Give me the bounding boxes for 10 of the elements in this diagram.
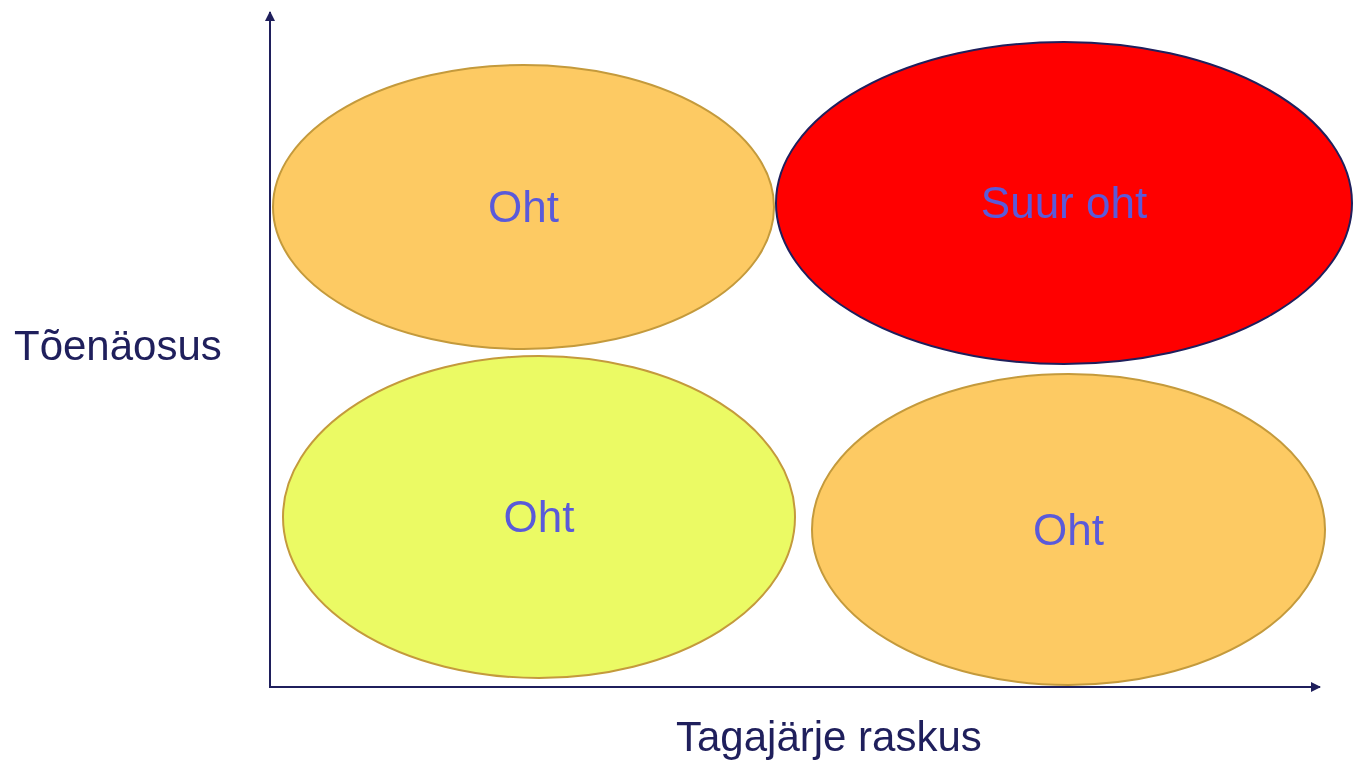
risk-ellipse	[282, 355, 796, 679]
axis-label: Tagajärje raskus	[676, 713, 982, 761]
ellipse-label: Oht	[1033, 504, 1104, 555]
ellipse-label: Suur oht	[980, 178, 1148, 228]
risk-ellipse	[272, 64, 775, 350]
axis-label: Tõenäosus	[14, 322, 222, 370]
ellipse-label: Oht	[503, 492, 575, 542]
risk-ellipse	[811, 373, 1326, 686]
ellipse-label: Oht	[488, 182, 559, 232]
risk-ellipse	[775, 41, 1353, 365]
